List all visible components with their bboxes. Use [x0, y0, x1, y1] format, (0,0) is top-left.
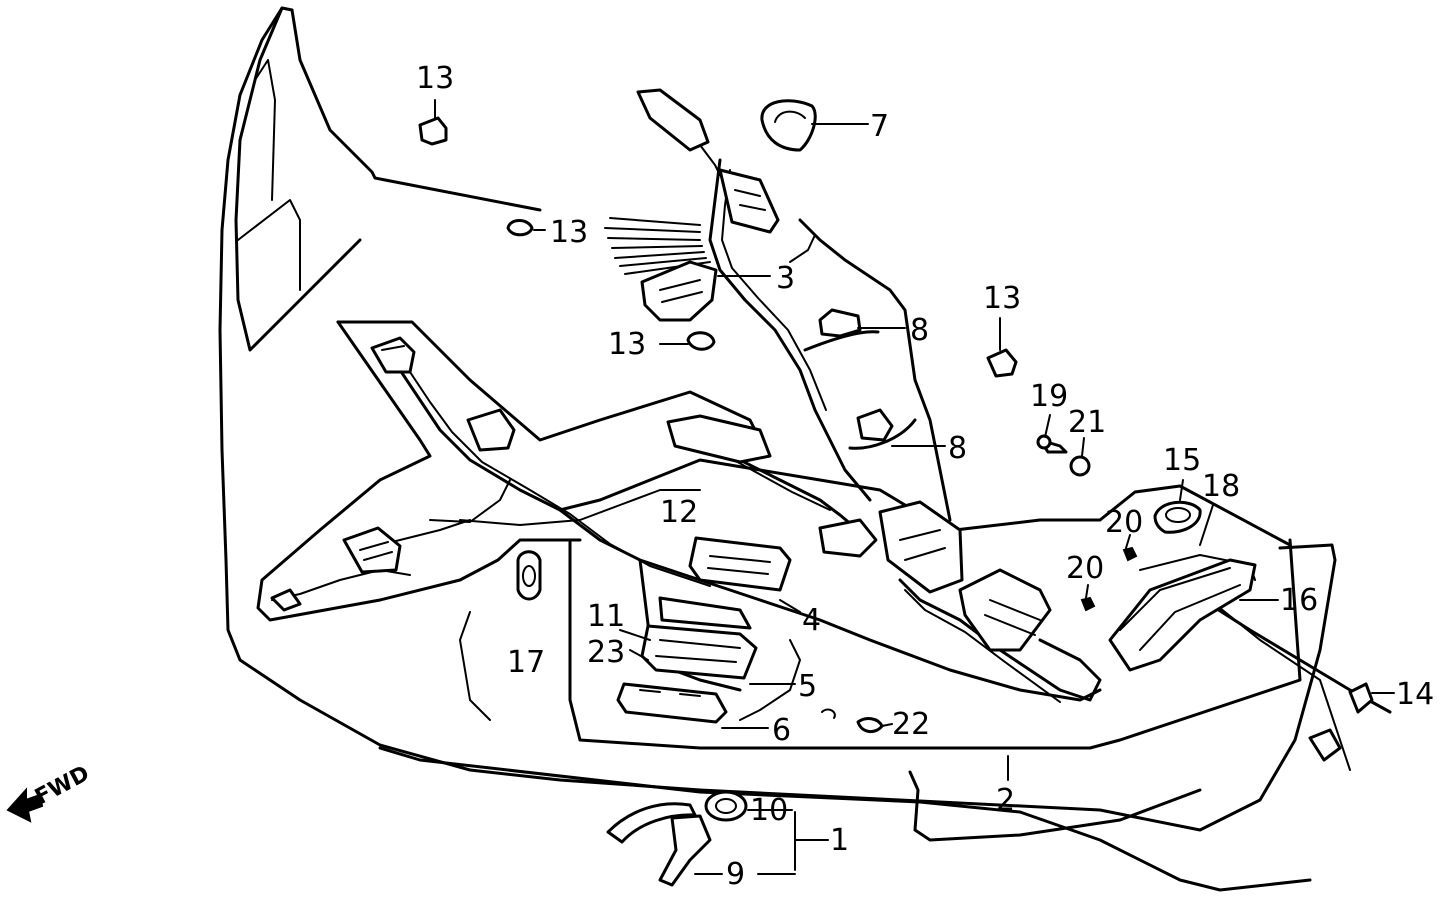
callout-9: 9: [726, 857, 745, 892]
callout-22: 22: [892, 707, 930, 742]
callout-11: 11: [587, 599, 625, 634]
callout-5: 5: [798, 669, 817, 704]
callout-13: 13: [416, 61, 454, 96]
wire-bundle-3: [604, 217, 718, 322]
callout-2: 2: [996, 783, 1015, 818]
callout-23: 23: [587, 635, 625, 670]
callout-1: 1: [830, 823, 849, 858]
fairing-body: [218, 6, 1337, 892]
connector-right: [958, 568, 1052, 652]
connector-left-lower: [270, 526, 402, 612]
left-mounting-plate: [256, 320, 1302, 750]
grommet-13b: [506, 219, 534, 237]
bolt-19: [1036, 434, 1068, 454]
callout-12: 12: [660, 495, 698, 530]
fwd-label: FWD: [31, 761, 94, 810]
callout-21: 21: [1068, 405, 1106, 440]
callout-19: 19: [1030, 379, 1068, 414]
callout-17: 17: [507, 645, 545, 680]
cable-strap-9: [606, 802, 712, 887]
leader-lines: [434, 99, 1395, 875]
relay-block-6: [616, 682, 728, 724]
screw-20a: [1122, 546, 1138, 562]
connector-left-mid: [466, 408, 516, 452]
grommet-17: [516, 550, 542, 601]
callout-8: 8: [910, 313, 929, 348]
callout-4: 4: [802, 603, 821, 638]
connector-upper-switch: [636, 88, 780, 234]
grommet-13c: [686, 331, 716, 351]
callout-6: 6: [772, 713, 791, 748]
callout-20: 20: [1105, 505, 1143, 540]
collar-10: [704, 790, 748, 822]
callout-8: 8: [948, 431, 967, 466]
callout-13: 13: [608, 327, 646, 362]
callout-13: 13: [550, 215, 588, 250]
terminal-14: [1308, 682, 1374, 762]
callout-7: 7: [870, 109, 889, 144]
callout-16: 16: [1280, 583, 1318, 618]
callout-labels: 13 7 13 3 13 8 13 19 21 8 15 18 12 20 20…: [416, 61, 1434, 892]
connector-left-upper: [370, 336, 416, 374]
callout-20: 20: [1066, 551, 1104, 586]
callout-14: 14: [1396, 677, 1434, 712]
nut-21: [1069, 455, 1091, 477]
callout-15: 15: [1163, 443, 1201, 478]
relay-block-5: [640, 624, 758, 680]
wiring-harness: [271, 158, 1392, 771]
screw-20b: [1080, 596, 1096, 612]
callout-13: 13: [983, 281, 1021, 316]
callout-18: 18: [1202, 469, 1240, 504]
connector-center: [666, 414, 964, 594]
grommet-13a: [418, 116, 448, 146]
grommet-13d: [986, 348, 1018, 378]
callout-10: 10: [750, 793, 788, 828]
clip-8a: [803, 308, 880, 352]
relay-4: [688, 536, 792, 592]
clip-22: [821, 708, 884, 733]
relay-block-23: [658, 596, 752, 630]
clip-8b: [848, 408, 917, 450]
fwd-arrow: FWD: [6, 761, 94, 823]
callout-3: 3: [776, 261, 795, 296]
ring-clamp-7: [760, 99, 817, 152]
housing-16: [1108, 558, 1257, 672]
seal-15: [1153, 500, 1202, 534]
